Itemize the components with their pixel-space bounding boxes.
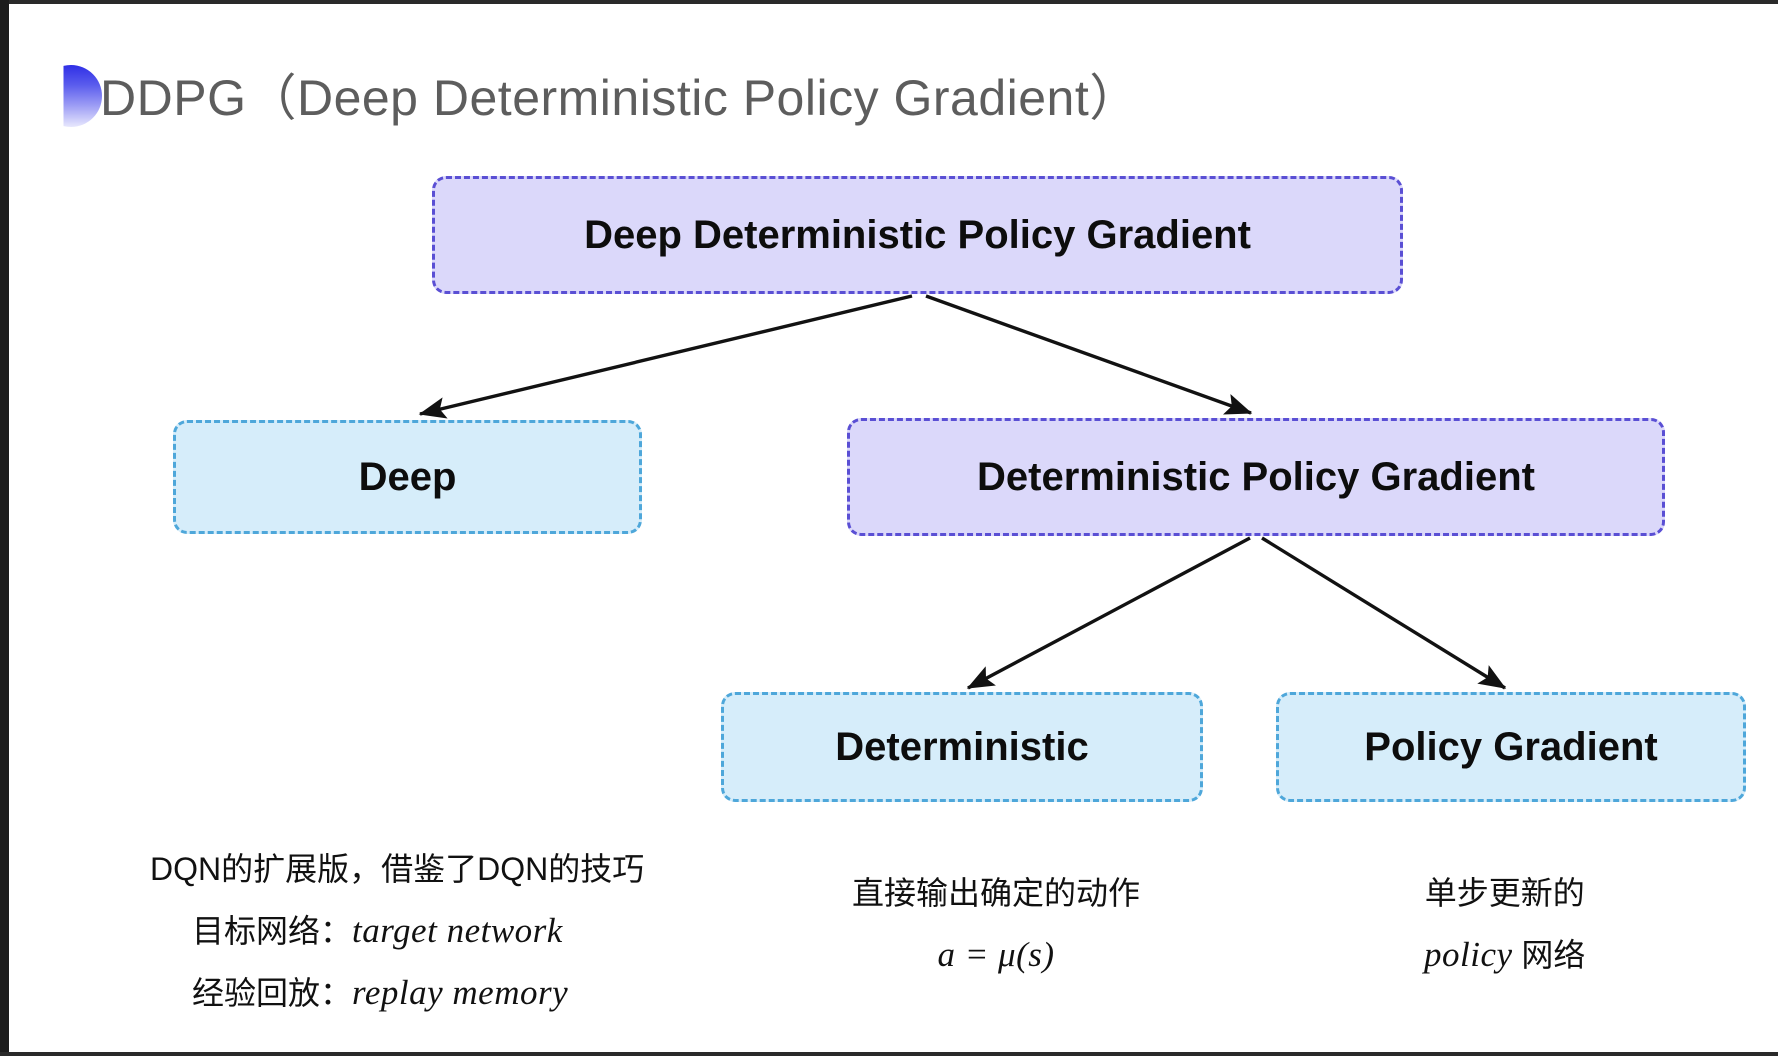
edge-dpg-to-deterministic bbox=[966, 536, 1251, 690]
node-deep[interactable]: Deep bbox=[173, 420, 642, 534]
annotation-policy-gradient: 单步更新的 policy 网络 bbox=[1424, 862, 1585, 986]
annotation-policy-gradient-term: policy bbox=[1424, 935, 1513, 974]
annotation-deterministic-formula: a = μ(s) bbox=[937, 935, 1055, 974]
annotation-policy-gradient-line2: policy 网络 bbox=[1424, 924, 1585, 986]
edge-root-to-dpg bbox=[925, 294, 1253, 415]
annotation-deep-line1: DQN的扩展版，借鉴了DQN的技巧 bbox=[150, 851, 645, 887]
page-title: DDPG（Deep Deterministic Policy Gradient） bbox=[100, 70, 1140, 126]
annotation-deep-line2-term: target network bbox=[352, 911, 563, 950]
annotation-deep-line3-label: 经验回放： bbox=[192, 975, 353, 1011]
edge-root-to-deep bbox=[418, 294, 913, 419]
node-label: Deterministic Policy Gradient bbox=[977, 454, 1535, 499]
annotation-deterministic-line1: 直接输出确定的动作 bbox=[852, 875, 1141, 911]
annotation-policy-gradient-line1: 单步更新的 bbox=[1424, 875, 1585, 911]
node-policy-gradient[interactable]: Policy Gradient bbox=[1276, 692, 1746, 802]
node-label: Policy Gradient bbox=[1364, 724, 1658, 769]
node-deterministic[interactable]: Deterministic bbox=[721, 692, 1203, 802]
slide-frame-left bbox=[0, 0, 9, 1056]
node-label: Deep bbox=[358, 454, 457, 499]
annotation-deep-line3: 经验回放：replay memory bbox=[150, 962, 644, 1024]
annotation-deterministic: 直接输出确定的动作 a = μ(s) bbox=[852, 862, 1140, 986]
slide-frame-bottom bbox=[0, 1052, 1778, 1056]
node-deep-deterministic-policy-gradient[interactable]: Deep Deterministic Policy Gradient bbox=[432, 176, 1403, 294]
annotation-deep: DQN的扩展版，借鉴了DQN的技巧 目标网络：target network 经验… bbox=[150, 838, 644, 1024]
half-circle-gradient-icon bbox=[63, 65, 102, 127]
slide-frame-top bbox=[0, 0, 1778, 4]
node-label: Deep Deterministic Policy Gradient bbox=[584, 212, 1251, 257]
node-deterministic-policy-gradient[interactable]: Deterministic Policy Gradient bbox=[847, 418, 1665, 536]
node-label: Deterministic bbox=[835, 724, 1089, 769]
annotation-deep-line3-term: replay memory bbox=[352, 973, 569, 1012]
edge-dpg-to-policy-gradient bbox=[1261, 536, 1507, 690]
annotation-deep-line2: 目标网络：target network bbox=[150, 900, 644, 962]
annotation-deep-line2-label: 目标网络： bbox=[192, 913, 353, 949]
annotation-policy-gradient-suffix: 网络 bbox=[1512, 937, 1586, 973]
